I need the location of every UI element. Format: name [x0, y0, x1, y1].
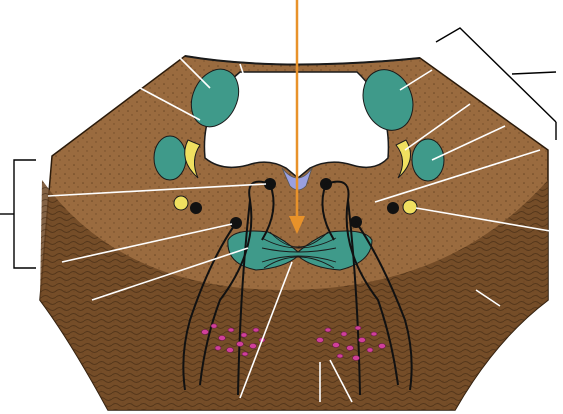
trigeminal-nucleus-left [154, 136, 186, 180]
nucleus-left-lateral [190, 202, 202, 214]
locus-coeruleus-left [174, 196, 188, 210]
trigeminal-nucleus-right [412, 139, 444, 181]
left-bracket [0, 160, 36, 268]
locus-coeruleus-right [403, 200, 417, 214]
nucleus-right-lateral [387, 202, 399, 214]
